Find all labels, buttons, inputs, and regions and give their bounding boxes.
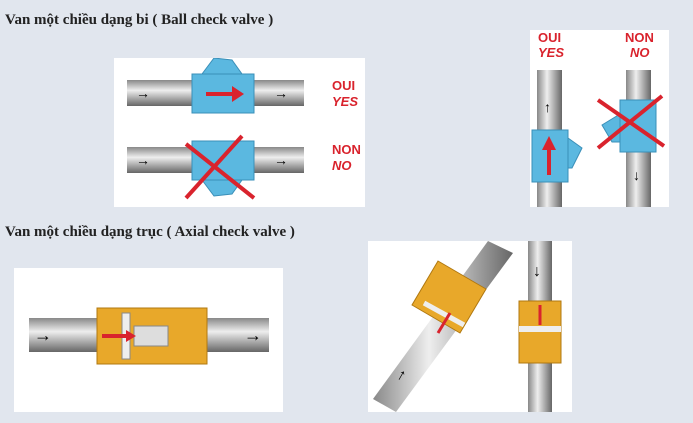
cross-mark [184, 142, 256, 200]
axial-valve-angled-illustration: ↑ ↓ [373, 241, 562, 412]
ball-valve-horizontal-figure: → → OUI YES → → NON NO [114, 58, 365, 207]
svg-text:→: → [244, 325, 262, 345]
yes-en-label: YES [538, 45, 564, 60]
yes-en-label: YES [332, 94, 358, 109]
no-fr-label: NON [332, 142, 361, 157]
axial-check-valve-heading: Van một chiều dạng trục ( Axial check va… [5, 224, 295, 240]
no-fr-label: NON [625, 30, 654, 45]
ball-valve-vertical-illustration: OUI YES NON NO ↑ ↓ [531, 30, 666, 207]
svg-text:→: → [34, 325, 52, 345]
svg-text:↓: ↓ [533, 263, 541, 280]
no-en-label: NO [332, 158, 352, 173]
svg-text:↑: ↑ [544, 101, 551, 116]
ball-valve-horizontal-illustration: → → OUI YES → → NON NO [127, 58, 361, 200]
axial-valve-angled-figure: ↑ ↓ [368, 241, 572, 412]
ball-check-valve-heading: Van một chiều dạng bi ( Ball check valve… [5, 12, 274, 28]
svg-text:→: → [274, 87, 288, 102]
svg-text:↓: ↓ [633, 169, 640, 184]
svg-text:→: → [274, 154, 288, 169]
axial-valve-horizontal-figure: →→ [14, 268, 283, 412]
ball-valve-vertical-figure: OUI YES NON NO ↑ ↓ [530, 30, 669, 207]
svg-text:→: → [136, 87, 150, 102]
axial-valve-horizontal-illustration: →→ [29, 307, 269, 365]
no-en-label: NO [630, 45, 650, 60]
yes-fr-label: OUI [538, 30, 561, 45]
svg-text:→: → [136, 154, 150, 169]
yes-fr-label: OUI [332, 78, 355, 93]
